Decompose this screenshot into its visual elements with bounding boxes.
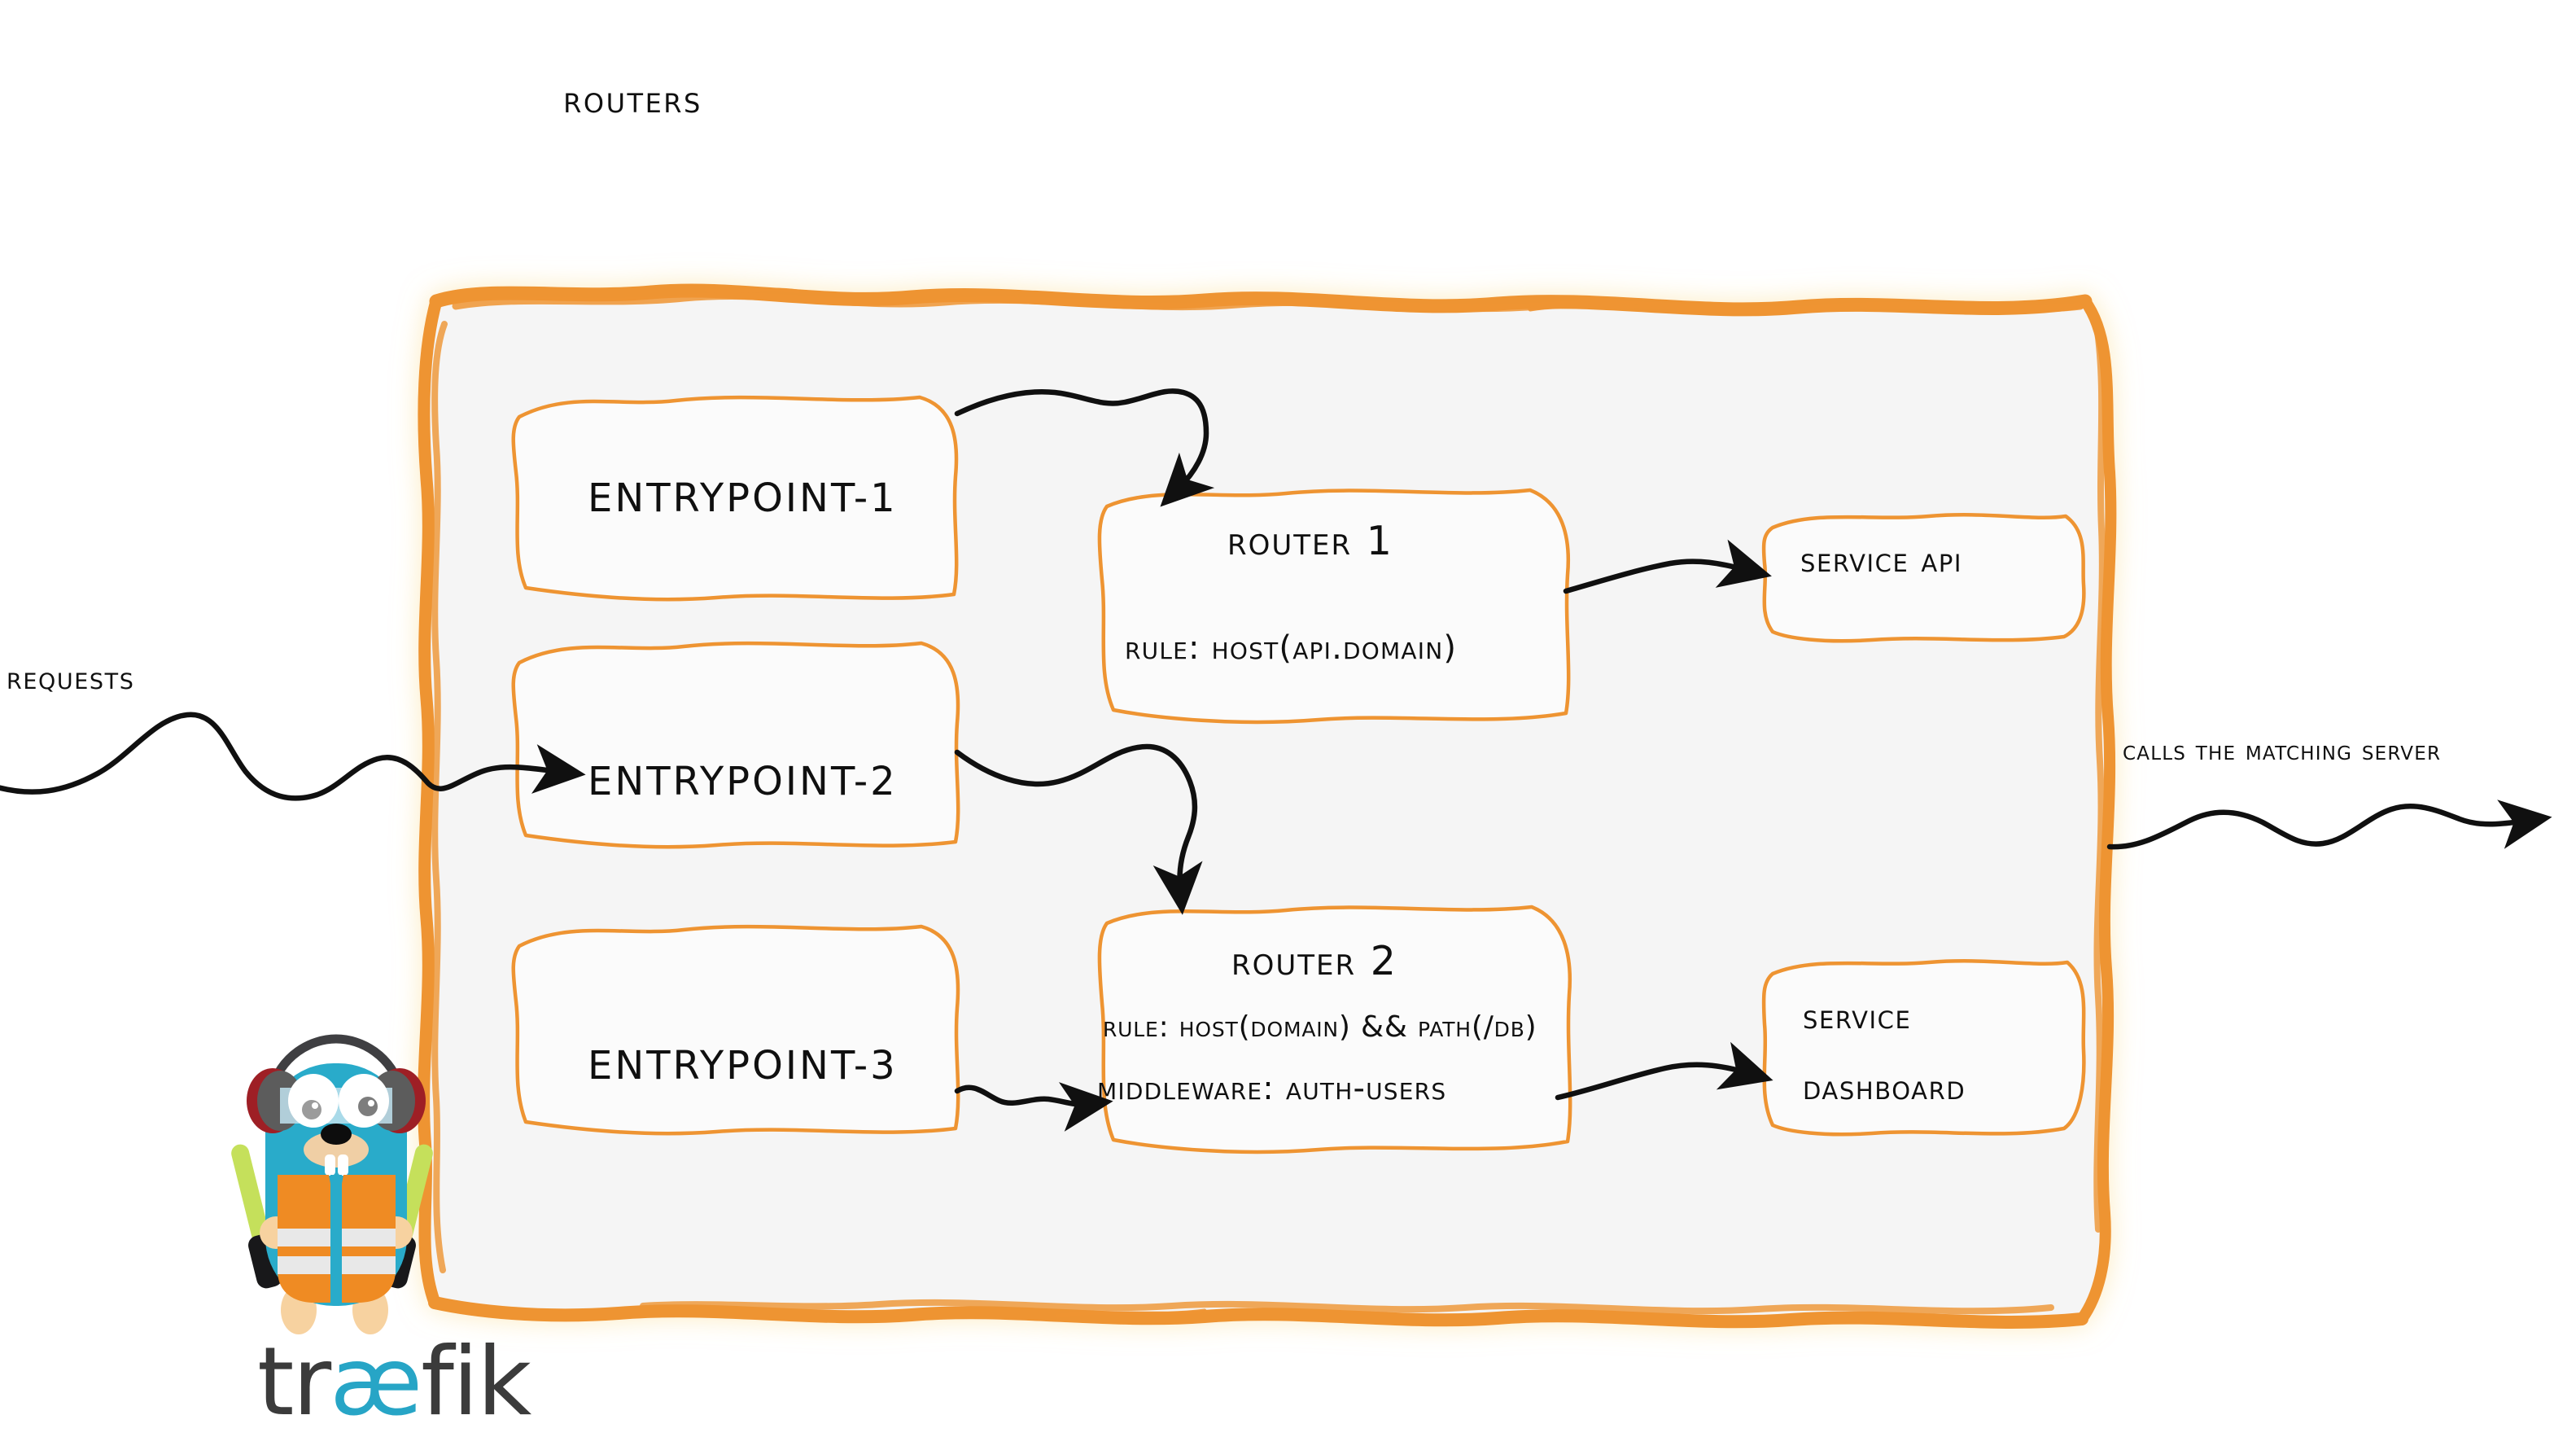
- wordmark-ligature: æ: [330, 1327, 422, 1437]
- entrypoint-2-box[interactable]: [511, 641, 960, 849]
- entrypoint-1-label: entrypoint-1: [588, 475, 898, 521]
- router-1-box[interactable]: [1097, 488, 1571, 725]
- gopher-nose-icon: [321, 1124, 352, 1145]
- wordmark-suffix: fik: [421, 1327, 531, 1437]
- page-title-text: Routers: [563, 77, 702, 121]
- arrow-entrypoint1-to-router1: [954, 388, 1215, 507]
- gopher-muzzle: [304, 1132, 369, 1168]
- arrow-calls-out: [2106, 800, 2552, 850]
- entrypoint-boxes: [511, 395, 960, 1136]
- arrow-entrypoint3-to-router2: [954, 1082, 1113, 1132]
- traefik-wordmark: træfik: [257, 1327, 531, 1437]
- router-2-rule: rule: Host(domain) && Path(/db): [1103, 1010, 1537, 1044]
- router-boxes: [1097, 488, 1572, 1154]
- headphone-band-icon: [266, 1034, 406, 1096]
- traefik-gopher-mascot: [231, 1034, 433, 1334]
- wordmark-prefix: tr: [257, 1327, 331, 1437]
- service-api-label: Service API: [1800, 540, 1963, 580]
- entrypoint-3-label: entrypoint-3: [588, 1043, 898, 1089]
- gopher-tooth-right: [338, 1154, 348, 1176]
- arrow-router2-to-service-dashboard: [1555, 1041, 1773, 1101]
- router-2-title: Router 2: [1231, 938, 1397, 984]
- page-title: Routers: [0, 77, 2576, 121]
- service-boxes: [1761, 513, 2086, 1137]
- service-dashboard-box[interactable]: [1761, 959, 2086, 1137]
- arrow-entrypoint2-to-router1: [954, 743, 1203, 915]
- arrow-requests-in: [0, 712, 586, 801]
- gopher-tooth-left: [325, 1154, 335, 1176]
- entrypoint-3-box[interactable]: [511, 924, 960, 1136]
- requests-label: Requests: [7, 660, 135, 696]
- router-1-rule: rule: Host(api.domain): [1125, 629, 1458, 667]
- router-2-middleware: Middleware: auth-users: [1097, 1070, 1447, 1107]
- service-api-box[interactable]: [1761, 513, 2086, 643]
- calls-the-matching-server-label: Calls the matching server: [2123, 734, 2442, 766]
- service-dashboard-label-line1: Service: [1803, 997, 1912, 1036]
- service-dashboard-label-line2: Dashboard: [1803, 1067, 1966, 1107]
- entrypoint-2-label: entrypoint-2: [588, 759, 898, 804]
- arrow-router1-to-service-api: [1563, 539, 1772, 594]
- entrypoint-1-box[interactable]: [511, 395, 959, 602]
- vest-gap: [330, 1175, 342, 1303]
- flow-arrows: [0, 388, 2552, 1132]
- router-1-title: Router 1: [1227, 518, 1393, 564]
